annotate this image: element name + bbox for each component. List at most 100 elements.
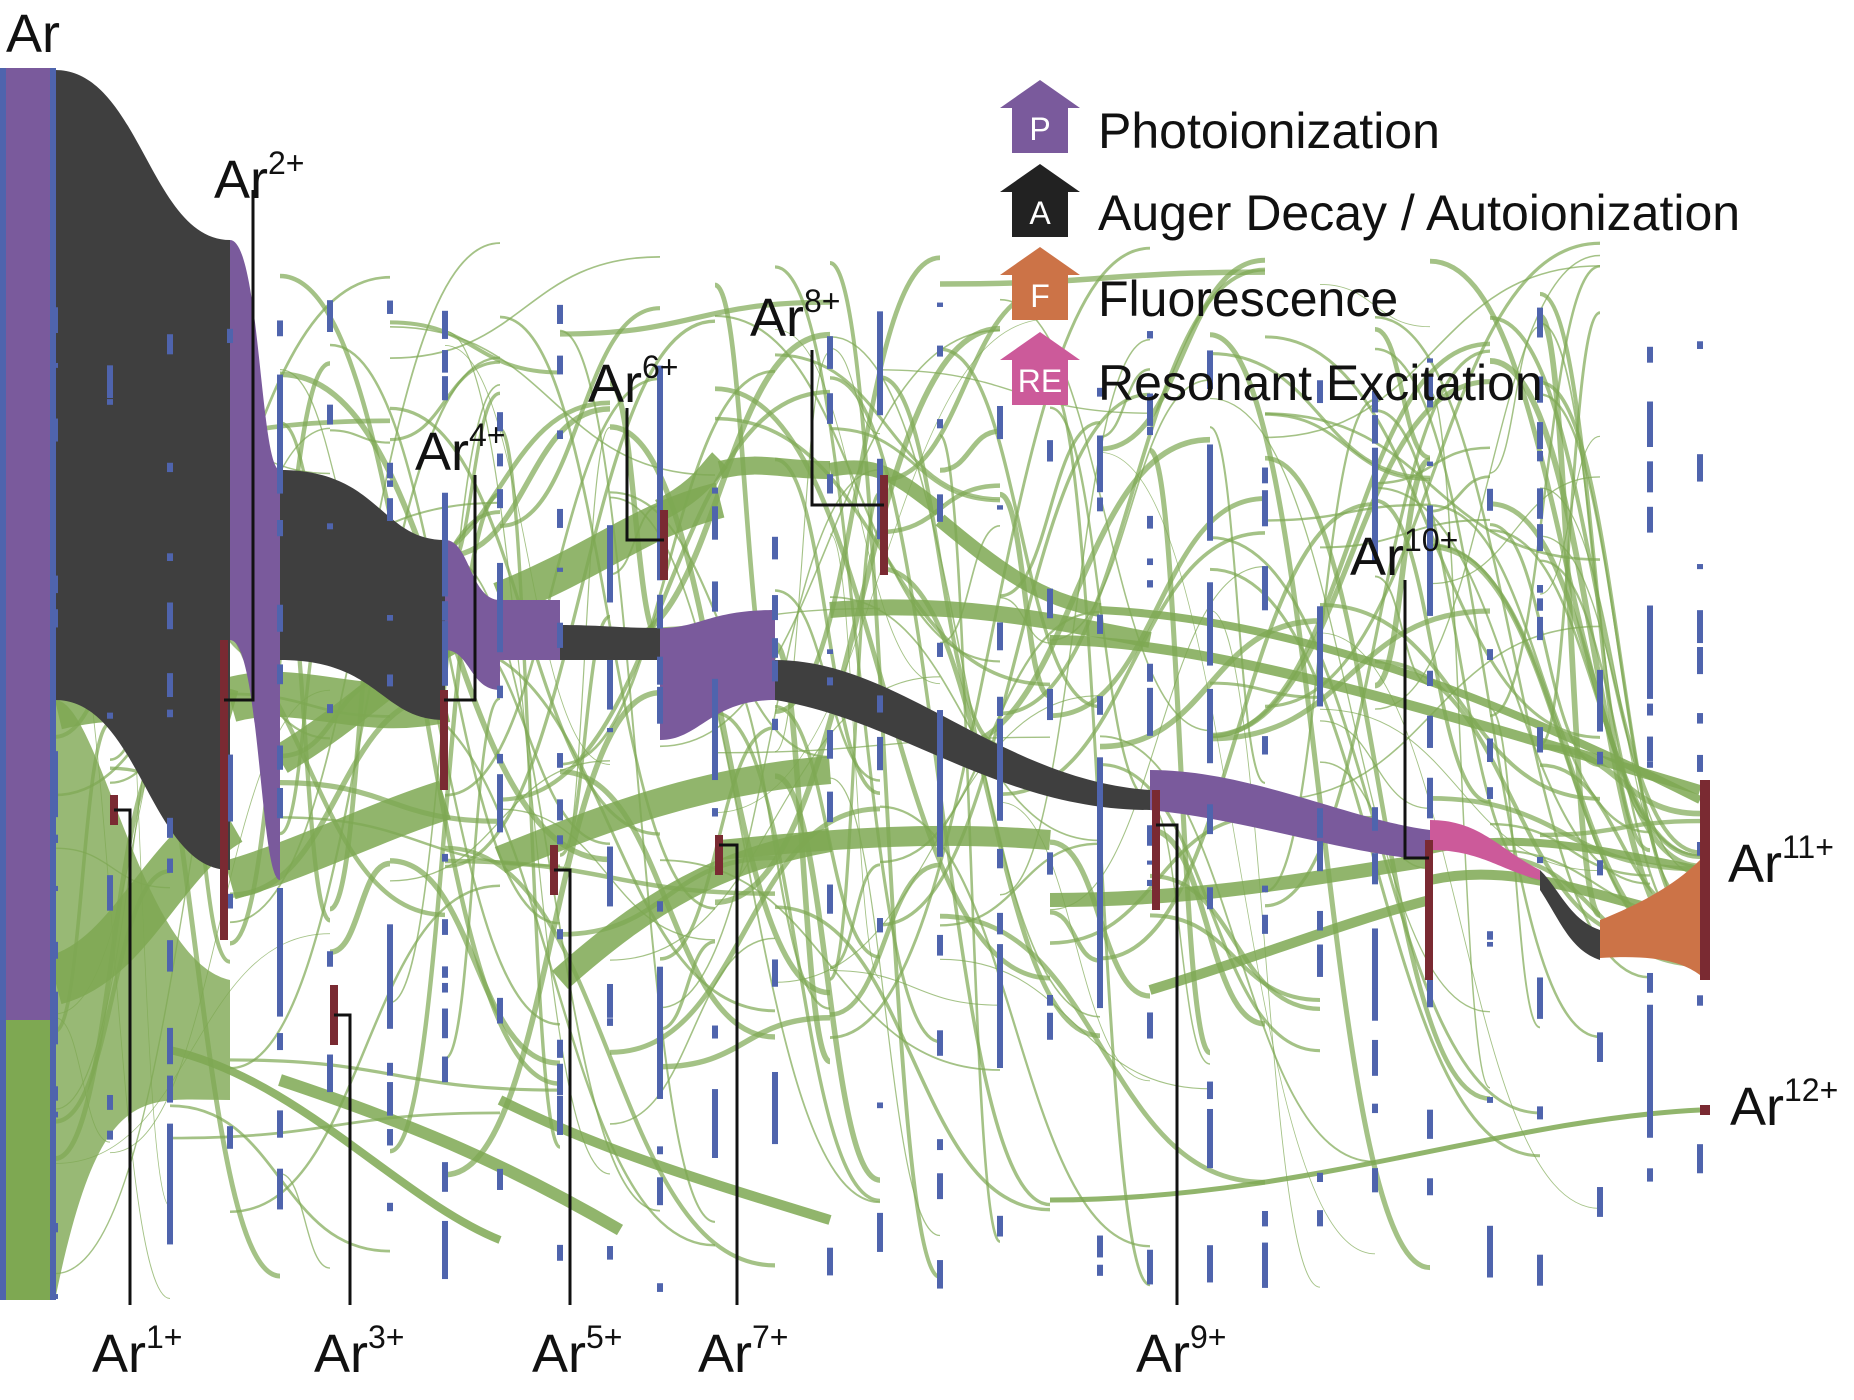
state-node <box>712 1126 718 1152</box>
transition-flow <box>1429 476 1601 585</box>
transition-flow <box>1264 265 1601 439</box>
state-node <box>277 461 283 494</box>
state-node <box>1697 454 1703 482</box>
transition-flow <box>1429 475 1491 513</box>
green-flow <box>278 1074 624 1236</box>
auger-letter: A <box>1029 195 1051 231</box>
state-node <box>387 462 393 479</box>
state-node <box>657 594 663 629</box>
state-node <box>657 443 663 448</box>
ar2-bar <box>220 640 228 940</box>
state-node <box>1317 606 1323 707</box>
state-node <box>167 1086 173 1093</box>
neutral-argon-green-region <box>0 1020 55 1300</box>
transition-flow <box>1209 332 1431 1271</box>
state-node <box>772 718 778 731</box>
ar2-leader <box>224 190 255 702</box>
state-node <box>1487 931 1493 940</box>
transition-flow <box>1374 254 1601 710</box>
photoionization-flow-ar2-to-ar3 <box>230 240 280 880</box>
state-node <box>167 709 173 718</box>
state-node <box>1047 1018 1053 1036</box>
state-node <box>1097 855 1103 868</box>
transition-flow <box>829 261 941 1280</box>
label-ar8: Ar8+ <box>750 283 840 348</box>
state-node <box>1537 585 1543 593</box>
legend-item-photoionization: P Photoionization <box>1000 80 1440 159</box>
state-node <box>442 1220 448 1254</box>
state-node <box>1262 566 1268 611</box>
state-node <box>1317 808 1323 825</box>
state-node <box>1487 1225 1493 1259</box>
state-node <box>167 1212 173 1245</box>
transition-flow <box>1539 311 1601 747</box>
state-node <box>1597 860 1603 876</box>
state-node <box>607 846 613 907</box>
state-node <box>497 774 503 833</box>
state-node <box>442 492 448 597</box>
fluorescence-arrow-icon <box>1000 247 1080 320</box>
transition-flow <box>939 524 1001 644</box>
state-node <box>107 399 113 405</box>
ar4-leader <box>444 475 477 702</box>
state-node <box>1487 787 1493 799</box>
transition-flow <box>498 427 562 1149</box>
transition-flow <box>828 491 882 981</box>
state-node <box>1427 1109 1433 1139</box>
auger-flow-ar7-to-ar9 <box>775 660 1150 810</box>
transition-flow <box>1319 602 1601 801</box>
legend-item-auger: A Auger Decay / Autoionization <box>1000 164 1740 241</box>
state-node <box>1487 1096 1493 1103</box>
state-node <box>227 893 233 909</box>
transition-flow <box>1099 451 1376 1255</box>
ar12-bar <box>1700 1105 1710 1115</box>
state-node <box>497 685 503 699</box>
state-node <box>1147 580 1153 588</box>
state-node <box>1047 852 1053 875</box>
state-node <box>327 1054 333 1089</box>
green-flow <box>719 825 1051 860</box>
transition-flow <box>714 386 1051 981</box>
state-node <box>997 718 1003 820</box>
transition-flow <box>939 347 1101 709</box>
state-node <box>1147 331 1153 339</box>
state-node <box>607 983 613 1018</box>
transition-flow <box>1209 426 1266 784</box>
state-node <box>277 899 283 1017</box>
state-node <box>937 494 943 522</box>
state-node <box>557 753 563 768</box>
label-ar11: Ar11+ <box>1728 829 1834 894</box>
transition-flow <box>1374 327 1431 461</box>
state-node <box>327 300 333 332</box>
state-node <box>167 334 173 355</box>
state-node <box>557 1063 563 1069</box>
transition-flow <box>1209 608 1491 742</box>
neutral-argon-green-lower <box>55 700 230 1300</box>
state-node <box>827 397 833 424</box>
state-node <box>497 453 503 467</box>
state-node <box>1262 914 1268 934</box>
state-node <box>827 1247 833 1276</box>
state-node <box>1097 1264 1103 1276</box>
transition-flow <box>229 1058 561 1092</box>
transition-flow <box>1374 498 1491 804</box>
state-node <box>1097 773 1103 796</box>
transition-flow <box>609 937 776 1125</box>
transition-flow <box>1209 351 1431 479</box>
ar10-bar <box>1425 840 1433 980</box>
state-node <box>772 959 778 987</box>
state-node <box>1647 1168 1653 1182</box>
green-flow <box>497 1095 832 1225</box>
state-node <box>1427 461 1433 466</box>
state-node <box>442 919 448 935</box>
label-ar2: Ar2+ <box>214 145 304 210</box>
transition-flow <box>774 351 831 753</box>
label-ar1: Ar1+ <box>92 1319 182 1384</box>
state-node <box>657 1146 663 1155</box>
state-node <box>327 523 333 530</box>
transition-flow <box>999 298 1211 732</box>
state-node <box>997 622 1003 651</box>
label-ar: Ar <box>6 4 60 64</box>
transition-flow <box>1429 504 1651 834</box>
state-node <box>167 1123 173 1221</box>
